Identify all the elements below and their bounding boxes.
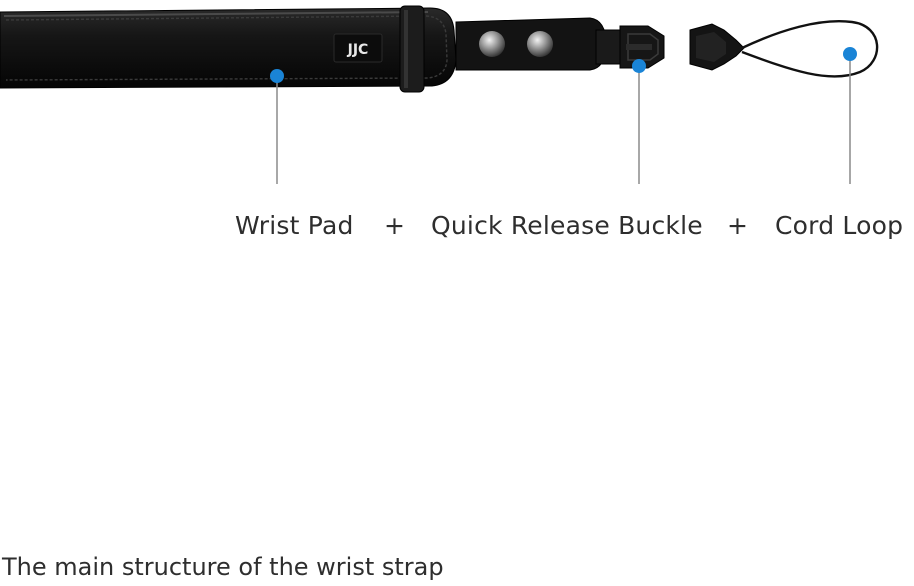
rivet-right <box>527 31 553 57</box>
cord-loop <box>741 20 879 78</box>
brand-logo-text: JJC <box>347 42 369 58</box>
part-label-wrist-pad: Wrist Pad <box>235 211 354 240</box>
marker-dot-cord-loop <box>843 47 857 61</box>
wrist-strap-illustration: JJC <box>0 5 879 184</box>
marker-dot-buckle <box>632 59 646 73</box>
jjc-logo: JJC <box>333 33 383 63</box>
buckle-connector <box>689 23 745 71</box>
part-label-cord-loop: Cord Loop <box>775 211 904 240</box>
rivet-left <box>479 31 505 57</box>
part-label-quick-release-buckle: Quick Release Buckle <box>431 211 703 240</box>
plus-separator-2: + <box>727 211 748 240</box>
strap-keeper <box>399 5 425 93</box>
leather-tab <box>455 17 607 71</box>
wrist-pad <box>0 7 457 89</box>
plus-separator-1: + <box>384 211 405 240</box>
caption: The main structure of the wrist strap <box>2 553 444 581</box>
quick-release-buckle <box>595 25 665 69</box>
marker-dot-wrist-pad <box>270 69 284 83</box>
